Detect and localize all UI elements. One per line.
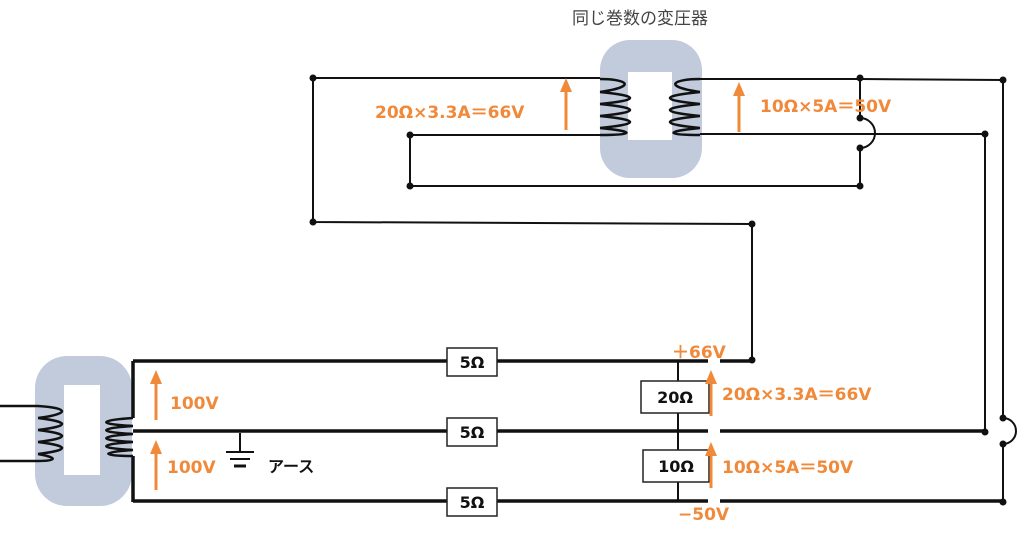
primary-coil [0,404,63,463]
lower-voltage-label: 100V [167,458,216,478]
load-lower-voltage-label: 10Ω×5A＝50V [722,458,854,478]
load-upper-voltage-arrow [705,370,717,416]
top-right-voltage-arrow [733,82,745,132]
top-right-coil [668,77,701,137]
minus-potential-label: −50V [678,505,730,525]
ground-symbol [226,433,254,468]
top-right-voltage-label: 10Ω×5A＝50V [760,97,892,117]
load-resistor-20: 20Ω [640,380,710,414]
top-transformer-core [600,40,702,178]
upper-voltage-label: 100V [170,394,219,414]
top-left-voltage-label: 20Ω×3.3A＝66V [375,103,525,123]
resistor-label: 5Ω [460,423,485,442]
bottom-transformer [0,355,134,507]
load-upper-voltage-label: 20Ω×3.3A＝66V [722,385,872,405]
top-wiring [309,74,1017,506]
load-resistor-10: 10Ω [642,449,710,483]
resistor-label: 5Ω [460,353,485,372]
load-lower-voltage-arrow [705,442,717,488]
top-left-coil [599,77,632,137]
line-resistor-middle: 5Ω [446,417,498,447]
resistor-label: 20Ω [657,388,693,407]
lower-voltage-arrow [150,440,162,490]
top-transformer [599,40,702,178]
resistor-label: 5Ω [460,493,485,512]
upper-voltage-arrow [150,370,162,420]
diagram-title: 同じ巻数の変圧器 [572,9,708,29]
ground-label: アース [268,457,314,476]
line-resistor-bottom: 5Ω [446,487,498,517]
bottom-wiring [131,359,1003,503]
line-resistor-top: 5Ω [446,347,498,377]
resistor-label: 10Ω [658,457,694,476]
plus-potential-label: ＋66V [672,343,727,363]
bottom-transformer-core [34,355,132,507]
secondary-coil [105,416,134,458]
top-left-voltage-arrow [560,78,572,130]
